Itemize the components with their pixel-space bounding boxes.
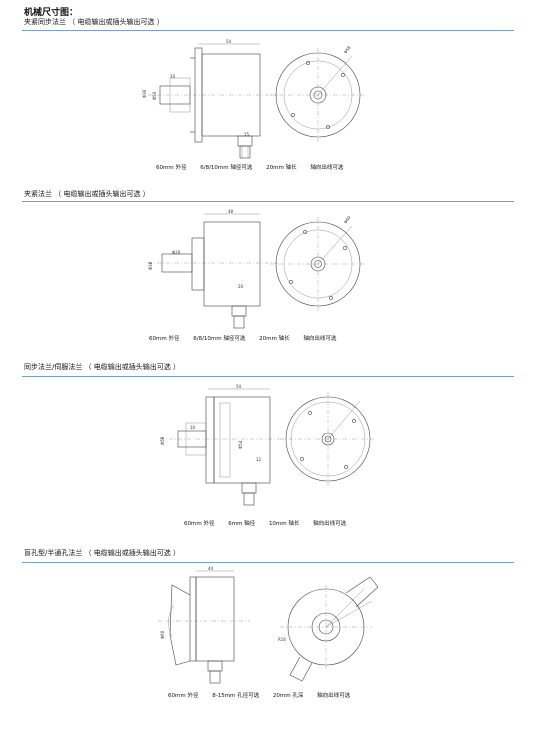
divider-2 xyxy=(22,201,514,202)
divider-4 xyxy=(22,562,514,563)
caption-outer-dia: 60mm 外径 xyxy=(168,693,199,699)
dim-connector: 15 xyxy=(244,132,250,137)
caption-shaft-dia: 6/8/10mm 轴径可选 xyxy=(200,165,253,171)
caption-axial-exit: 轴向出线可选 xyxy=(310,165,344,171)
caption-row-2: 60mm 外径 6/8/10mm 轴径可选 20mm 轴长 轴向出线可选 xyxy=(149,334,348,342)
drawing-blind-hole-flange: 44 Φ60 R16 xyxy=(158,566,379,684)
caption-hole-dia: 8-15mm 孔径可选 xyxy=(212,693,260,699)
divider-3 xyxy=(22,376,514,377)
caption-outer-dia: 60mm 外径 xyxy=(184,521,215,527)
dim-dia-b: Φ54 xyxy=(238,440,243,449)
drawing-servo-flange: 54 10 Φ58 Φ54 12 xyxy=(160,384,376,506)
section-heading-3: 同步法兰/伺服法兰 （ 电缆输出或插头输出可选 ） xyxy=(24,363,181,371)
caption-shaft-dia: 6/8/10mm 轴径可选 xyxy=(193,336,246,342)
caption-axial-exit: 轴向出线可选 xyxy=(303,336,337,342)
dim-dia-b: Φ50 xyxy=(152,91,157,100)
drawing-clamp-sync-flange: 54 10 Φ36 Φ50 15 Φ58 xyxy=(142,39,366,159)
dim-front-dia: Φ60 xyxy=(343,215,352,225)
dim-dia-a: Φ60 xyxy=(160,630,165,639)
dim-length: 44 xyxy=(208,566,214,571)
divider-1 xyxy=(22,30,514,31)
section-heading-4: 盲孔型/半通孔法兰 （ 电缆输出或插头输出可选 ） xyxy=(24,549,181,557)
dim-length: 48 xyxy=(228,209,234,214)
dim-length: 54 xyxy=(226,39,232,44)
caption-row-4: 60mm 外径 8-15mm 孔径可选 20mm 孔深 轴向出线可选 xyxy=(168,691,362,699)
caption-row-3: 60mm 外径 6mm 轴径 10mm 轴长 轴向出线可选 xyxy=(184,519,358,527)
caption-row-1: 60mm 外径 6/8/10mm 轴径可选 20mm 轴长 轴向出线可选 xyxy=(156,163,355,171)
section-heading-2: 夹紧法兰 （ 电缆输出或插头输出可选 ） xyxy=(24,190,150,198)
dim-connector: 20 xyxy=(238,284,244,289)
caption-shaft-length: 10mm 轴长 xyxy=(268,521,300,527)
caption-shaft-length: 20mm 轴长 xyxy=(259,336,290,342)
caption-axial-exit: 轴向出线可选 xyxy=(317,693,351,699)
dim-shaft: 10 xyxy=(190,425,196,430)
caption-outer-dia: 60mm 外径 xyxy=(156,165,187,171)
caption-outer-dia: 60mm 外径 xyxy=(149,336,180,342)
dim-length: 54 xyxy=(236,384,242,389)
dim-dia-a: Φ36 xyxy=(142,89,147,98)
dim-connector: 12 xyxy=(256,457,262,462)
drawing-clamp-flange: 48 Φ20 Φ36 20 Φ60 xyxy=(148,209,366,329)
caption-shaft-length: 20mm 轴长 xyxy=(266,165,297,171)
dim-radius: R16 xyxy=(278,637,286,642)
caption-axial-exit: 轴向出线可选 xyxy=(313,521,347,527)
dim-front-dia: Φ58 xyxy=(343,45,352,55)
section-heading-1: 夹紧同步法兰 （ 电缆输出或插头输出可选 ） xyxy=(24,18,164,26)
dim-shaft: Φ20 xyxy=(172,250,181,255)
dim-shaft: 10 xyxy=(170,74,176,79)
page-title: 机械尺寸图： xyxy=(24,8,79,18)
caption-hole-depth: 20mm 孔深 xyxy=(272,693,304,699)
dim-dia-a: Φ36 xyxy=(148,261,153,270)
dim-dia-a: Φ58 xyxy=(160,436,165,445)
caption-shaft-dia: 6mm 轴径 xyxy=(228,521,256,527)
